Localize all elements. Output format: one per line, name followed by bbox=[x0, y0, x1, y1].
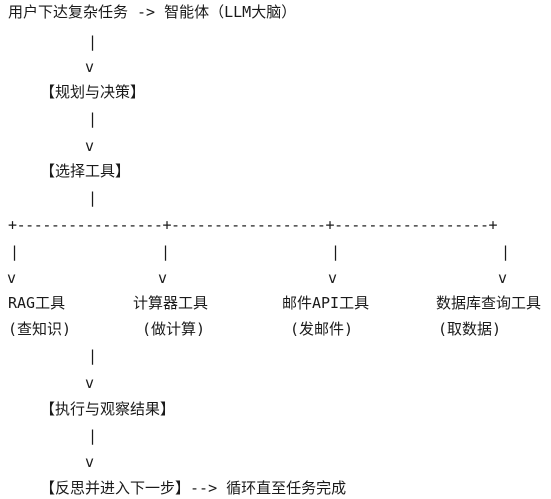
branch-arrow-email: v bbox=[328, 269, 338, 287]
branch-arrow-database: v bbox=[498, 269, 508, 287]
connector-pipe: | bbox=[88, 347, 98, 365]
branch-arrow-rag: v bbox=[7, 269, 17, 287]
connector-pipe: | bbox=[88, 33, 98, 51]
connector-arrow: v bbox=[85, 137, 95, 155]
connector-arrow: v bbox=[85, 374, 95, 392]
start-line: 用户下达复杂任务 -> 智能体（LLM大脑） bbox=[8, 3, 297, 21]
branch-pipe-database: | bbox=[501, 243, 511, 261]
tool-name-calculator: 计算器工具 bbox=[133, 294, 209, 312]
tool-desc-database: (取数据) bbox=[438, 320, 502, 338]
tool-desc-email: (发邮件) bbox=[290, 320, 354, 338]
plan-step: 【规划与决策】 bbox=[40, 83, 146, 101]
branch-arrow-calculator: v bbox=[158, 269, 168, 287]
branch-pipe-calculator: | bbox=[161, 243, 171, 261]
execute-step: 【执行与观察结果】 bbox=[40, 400, 176, 418]
connector-pipe: | bbox=[88, 189, 98, 207]
connector-arrow: v bbox=[85, 58, 95, 76]
connector-arrow: v bbox=[85, 453, 95, 471]
tool-name-email: 邮件API工具 bbox=[282, 294, 370, 312]
tool-name-database: 数据库查询工具 bbox=[436, 294, 542, 312]
branch-pipe-rag: | bbox=[10, 243, 20, 261]
select-step: 【选择工具】 bbox=[40, 162, 131, 180]
tool-desc-rag: (查知识) bbox=[8, 320, 72, 338]
connector-pipe: | bbox=[88, 110, 98, 128]
connector-pipe: | bbox=[88, 427, 98, 445]
tool-name-rag: RAG工具 bbox=[8, 294, 66, 312]
final-step: 【反思并进入下一步】--> 循环直至任务完成 bbox=[40, 479, 347, 497]
branch-line: +-----------------+------------------+--… bbox=[8, 216, 498, 234]
tool-desc-calculator: (做计算) bbox=[142, 320, 206, 338]
branch-pipe-email: | bbox=[331, 243, 341, 261]
